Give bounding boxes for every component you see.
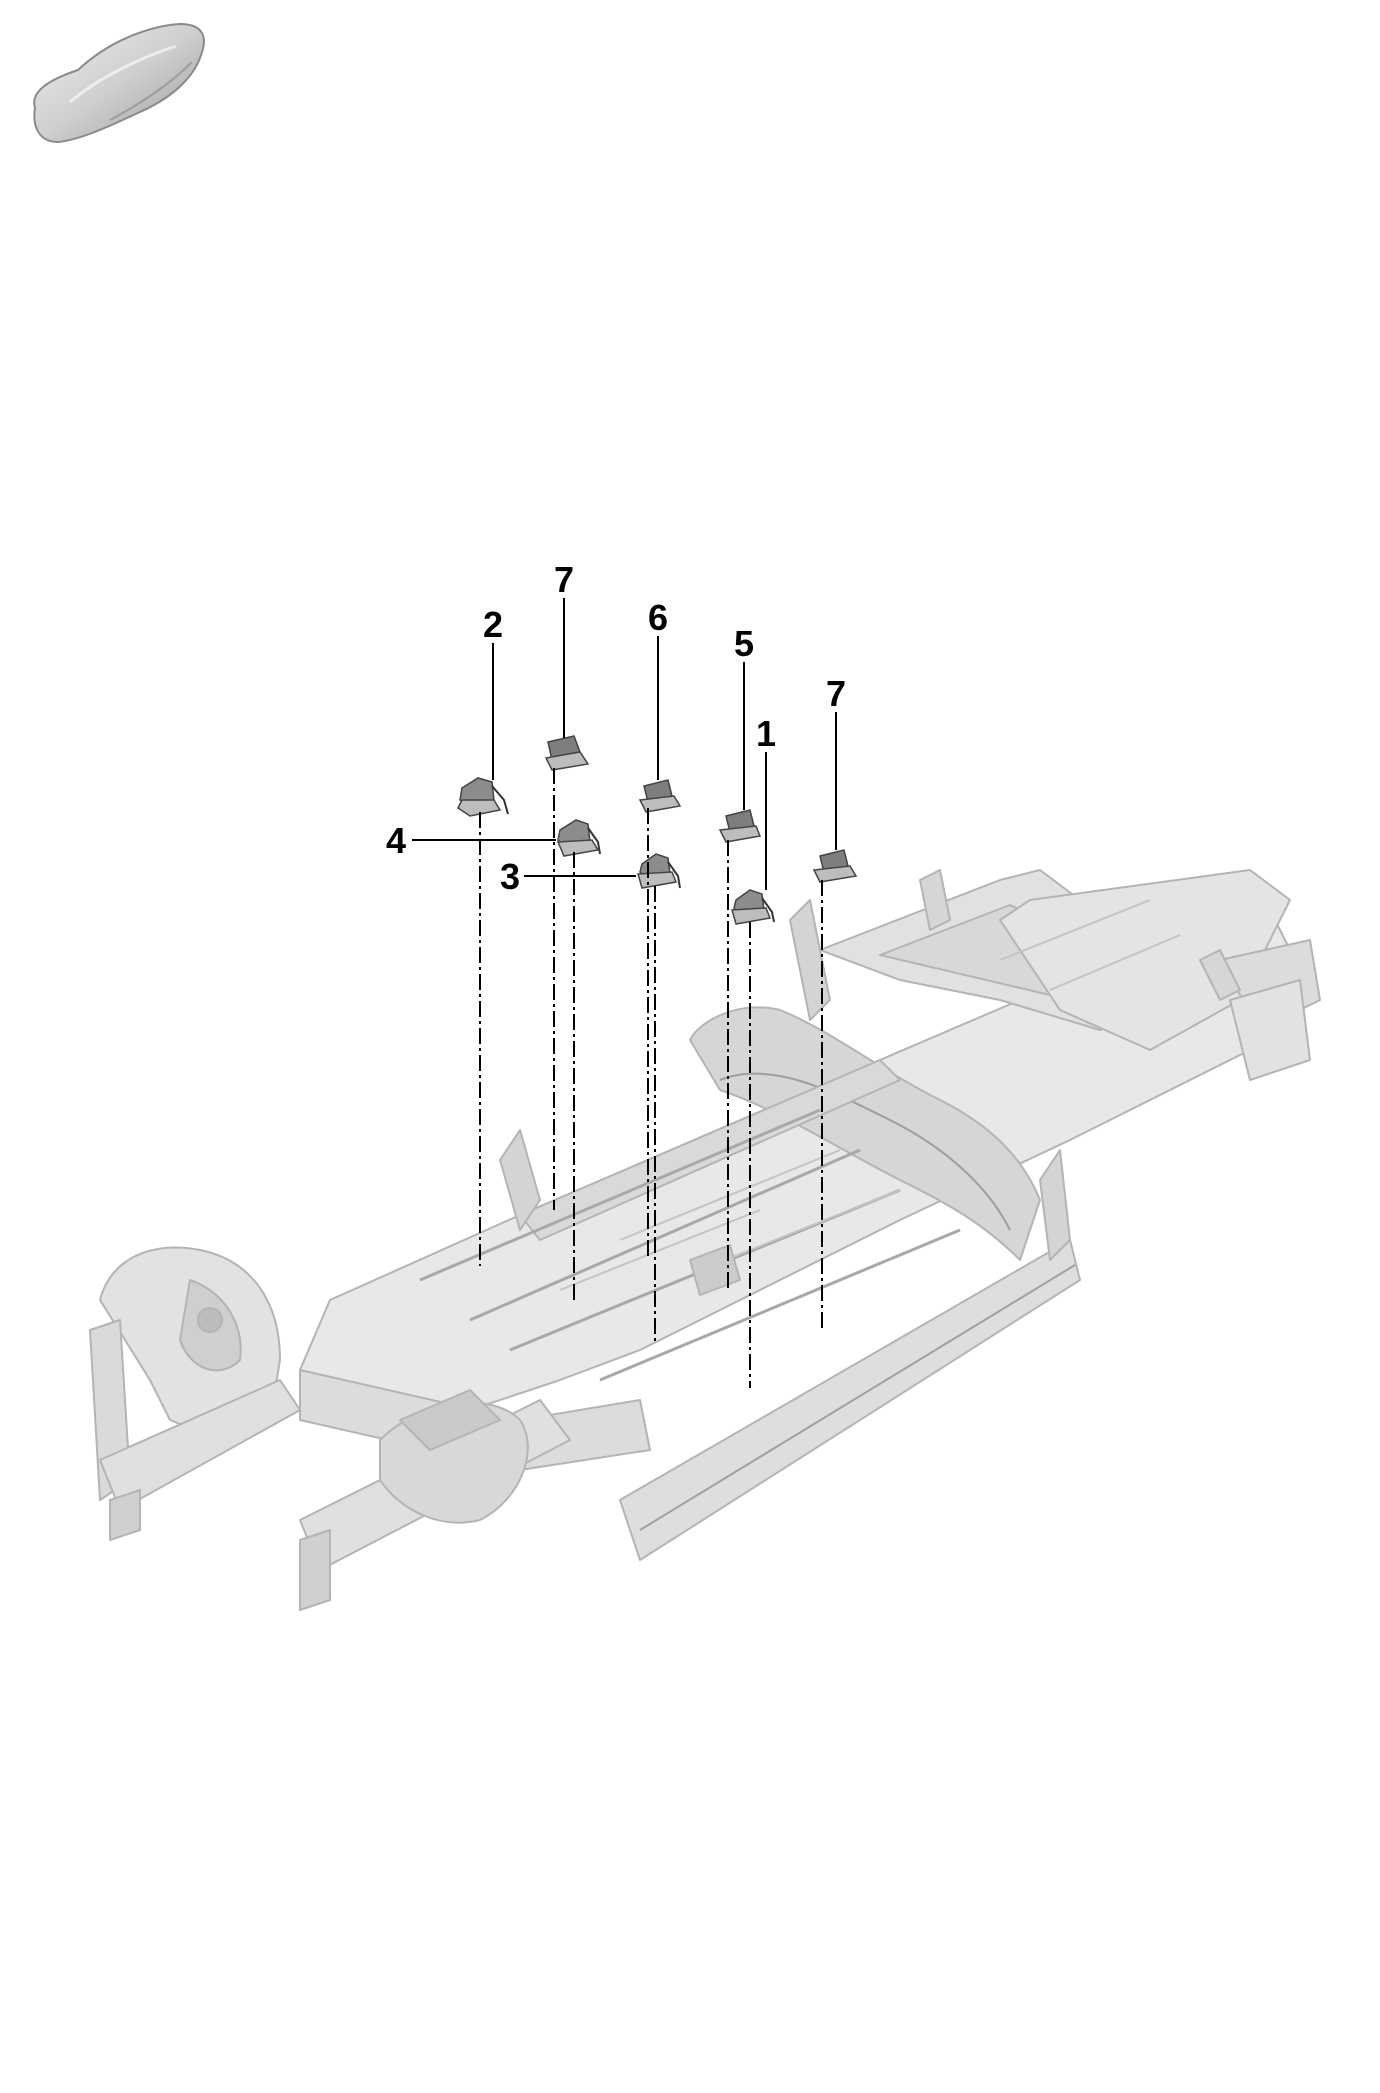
callout-6: 6 [648, 597, 668, 638]
installation-lines [479, 768, 823, 1388]
mount-3-icon [637, 853, 681, 889]
car-silhouette-icon [33, 22, 205, 144]
callout-3: 3 [500, 856, 520, 897]
mount-6-icon [638, 779, 682, 813]
mount-7-right-icon [812, 849, 858, 883]
body-floor-structure [89, 869, 1321, 1611]
mount-7-left-icon [544, 735, 590, 771]
callout-7-right: 7 [826, 673, 846, 714]
callout-7-left: 7 [554, 559, 574, 600]
mount-pads [457, 735, 858, 925]
mount-1-icon [731, 889, 775, 925]
callout-2: 2 [483, 604, 503, 645]
mount-2-icon [457, 777, 509, 817]
callout-labels: 7 2 6 5 7 1 4 3 [386, 559, 846, 897]
leader-lines [412, 598, 837, 890]
callout-4: 4 [386, 820, 406, 861]
callout-5: 5 [734, 623, 754, 664]
mount-4-icon [556, 819, 601, 857]
mount-5-icon [718, 809, 762, 843]
callout-1: 1 [756, 713, 776, 754]
